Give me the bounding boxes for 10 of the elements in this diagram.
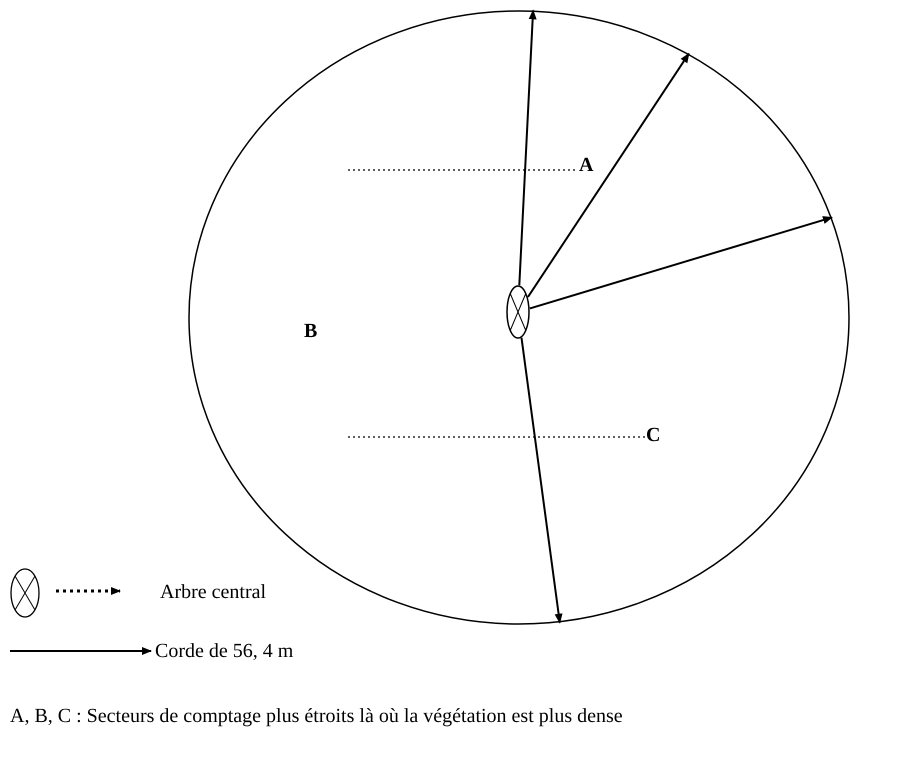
sector-letter: B [304, 320, 318, 342]
sector-letter: C [646, 424, 660, 446]
caption: A, B, C : Secteurs de comptage plus étroits là où la végétation est plus dense [10, 704, 623, 728]
sector-letter: A [579, 154, 594, 176]
arrow [530, 216, 833, 310]
arrow [518, 9, 537, 286]
arrow [527, 52, 690, 298]
legend-text: Arbre central [160, 580, 266, 604]
legend-text: Corde de 56, 4 m [155, 639, 294, 663]
arrow [520, 338, 563, 624]
